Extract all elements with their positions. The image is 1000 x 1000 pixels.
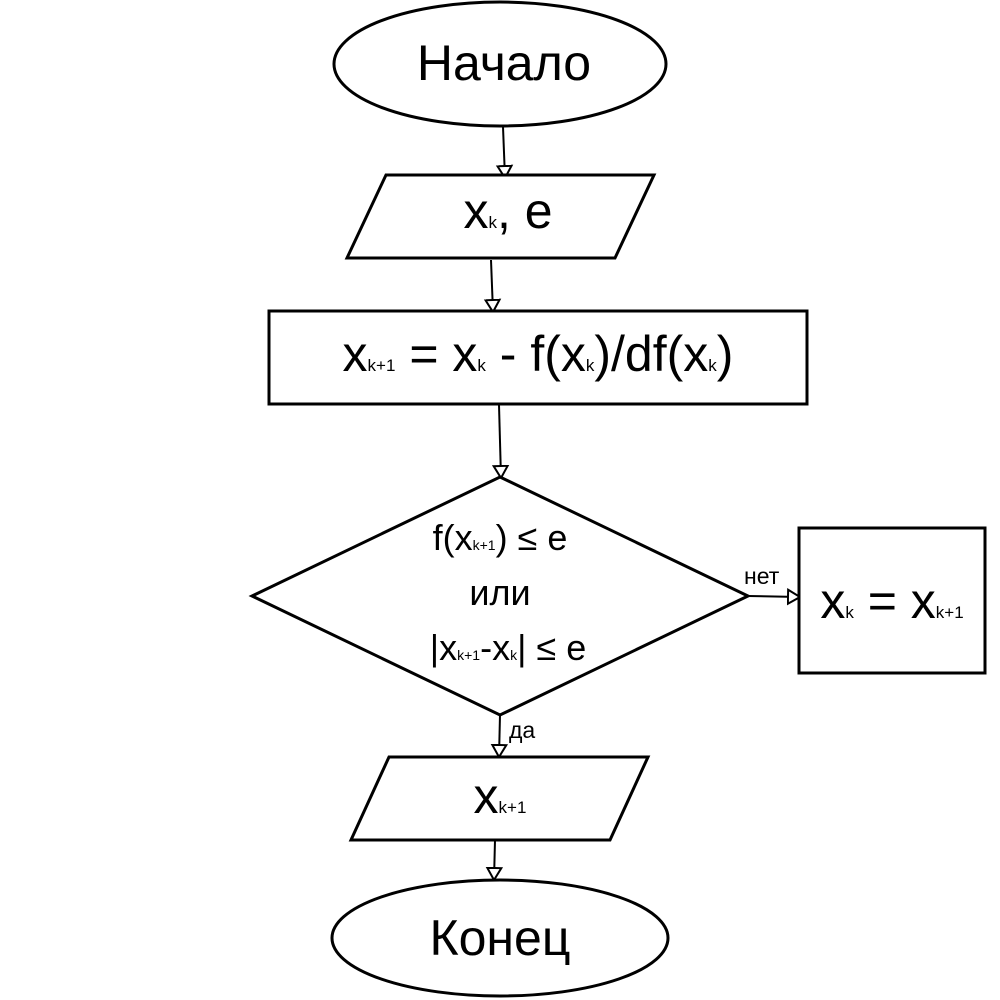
decision-diamond [248, 475, 752, 717]
process-box [267, 309, 809, 406]
process-formula: xk+1 = xk - f(xk)/df(xk) [343, 326, 734, 382]
input-label: xk, e [463, 183, 552, 239]
edge-decision-update [747, 596, 800, 597]
decision-line-3: |xk+1-xk| ≤ e [430, 627, 586, 668]
decision-line-2: или [469, 572, 530, 613]
edge-input-process [491, 259, 493, 312]
edge-start-input [503, 126, 505, 178]
end-label: Конец [430, 910, 571, 966]
decision-line-1: f(xk+1) ≤ e [433, 517, 568, 558]
edge-decision-output [499, 714, 500, 757]
edge-label-no: нет [744, 563, 780, 589]
edge-label-yes: да [509, 717, 535, 743]
edge-output-end [494, 839, 495, 880]
start-terminator [332, 0, 668, 128]
output-label: xk+1 [474, 768, 527, 824]
update-formula: xk = xk+1 [820, 573, 963, 629]
edge-process-decision [499, 404, 501, 478]
end-terminator [330, 878, 670, 998]
start-label: Начало [417, 35, 591, 91]
update-box [797, 526, 987, 675]
output-parallelogram [348, 755, 651, 842]
input-parallelogram [344, 173, 657, 260]
